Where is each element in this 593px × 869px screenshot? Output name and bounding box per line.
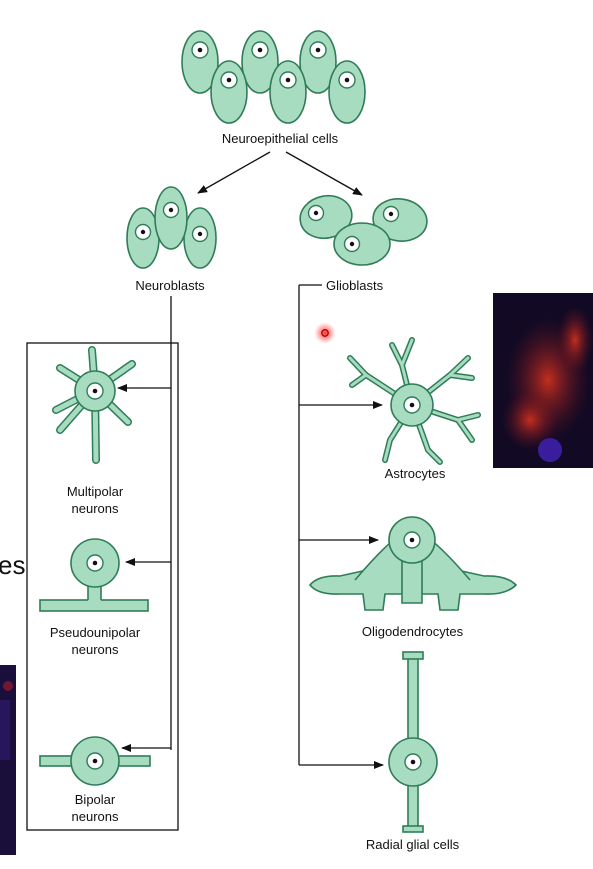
cutoff-text: es — [0, 550, 26, 580]
split-arrows — [197, 151, 363, 196]
label-glioblasts: Glioblasts — [326, 278, 384, 293]
label-bipolar-line1: Bipolar — [74, 792, 116, 807]
label-neuroblasts: Neuroblasts — [135, 278, 205, 293]
radial-glial-cell — [388, 651, 438, 833]
label-bipolar-line2: neurons — [71, 809, 119, 824]
fluorescence-image-left — [0, 665, 16, 855]
neuron-branch-lines — [117, 296, 172, 752]
label-oligodendrocytes: Oligodendrocytes — [361, 624, 464, 639]
pseudounipolar-neuron — [39, 538, 149, 612]
label-pseudounipolar-line2: neurons — [71, 642, 119, 657]
neuroepithelial-cells — [181, 30, 366, 124]
bipolar-neuron — [39, 736, 151, 786]
neuron-types-box — [26, 342, 179, 831]
label-astrocytes: Astrocytes — [384, 466, 446, 481]
label-radial-glial-cells: Radial glial cells — [365, 837, 460, 852]
label-pseudounipolar-line1: Pseudounipolar — [49, 625, 141, 640]
label-bipolar-neurons: Bipolar neurons — [40, 791, 150, 825]
oligodendrocyte — [308, 516, 518, 611]
label-multipolar-line2: neurons — [71, 501, 119, 516]
multipolar-neuron — [52, 346, 136, 464]
label-pseudounipolar-neurons: Pseudounipolar neurons — [35, 624, 155, 658]
fluorescence-image-right — [493, 293, 593, 468]
label-neuroepithelial-cells: Neuroepithelial cells — [221, 131, 339, 146]
astrocyte — [347, 337, 481, 465]
glioblast-cells — [299, 194, 428, 266]
glia-branch-lines — [298, 284, 384, 769]
label-multipolar-line1: Multipolar — [66, 484, 124, 499]
label-multipolar-neurons: Multipolar neurons — [40, 483, 150, 517]
red-pointer-dot — [314, 322, 336, 344]
